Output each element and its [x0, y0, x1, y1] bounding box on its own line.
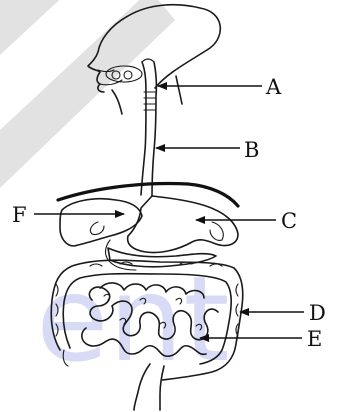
stomach — [128, 196, 238, 253]
spleen — [210, 222, 223, 240]
pharynx-top — [142, 59, 154, 62]
diaphragm — [58, 184, 238, 206]
liver — [60, 199, 142, 246]
label-c: C — [281, 209, 297, 233]
label-d: D — [309, 301, 326, 325]
label-b: B — [244, 138, 259, 162]
pharynx-left — [141, 62, 146, 195]
label-e: E — [307, 327, 322, 351]
pharynx-right — [152, 62, 156, 196]
gallbladder — [90, 222, 104, 235]
neck-left — [112, 90, 122, 114]
liver-outline — [60, 199, 142, 246]
esophagus — [141, 59, 156, 196]
label-f: F — [12, 203, 27, 227]
tongue-part — [124, 71, 132, 79]
stomach-outline — [128, 196, 238, 253]
watermark-stripe — [0, 0, 70, 55]
neck-right — [176, 76, 182, 104]
label-a: A — [265, 75, 282, 99]
